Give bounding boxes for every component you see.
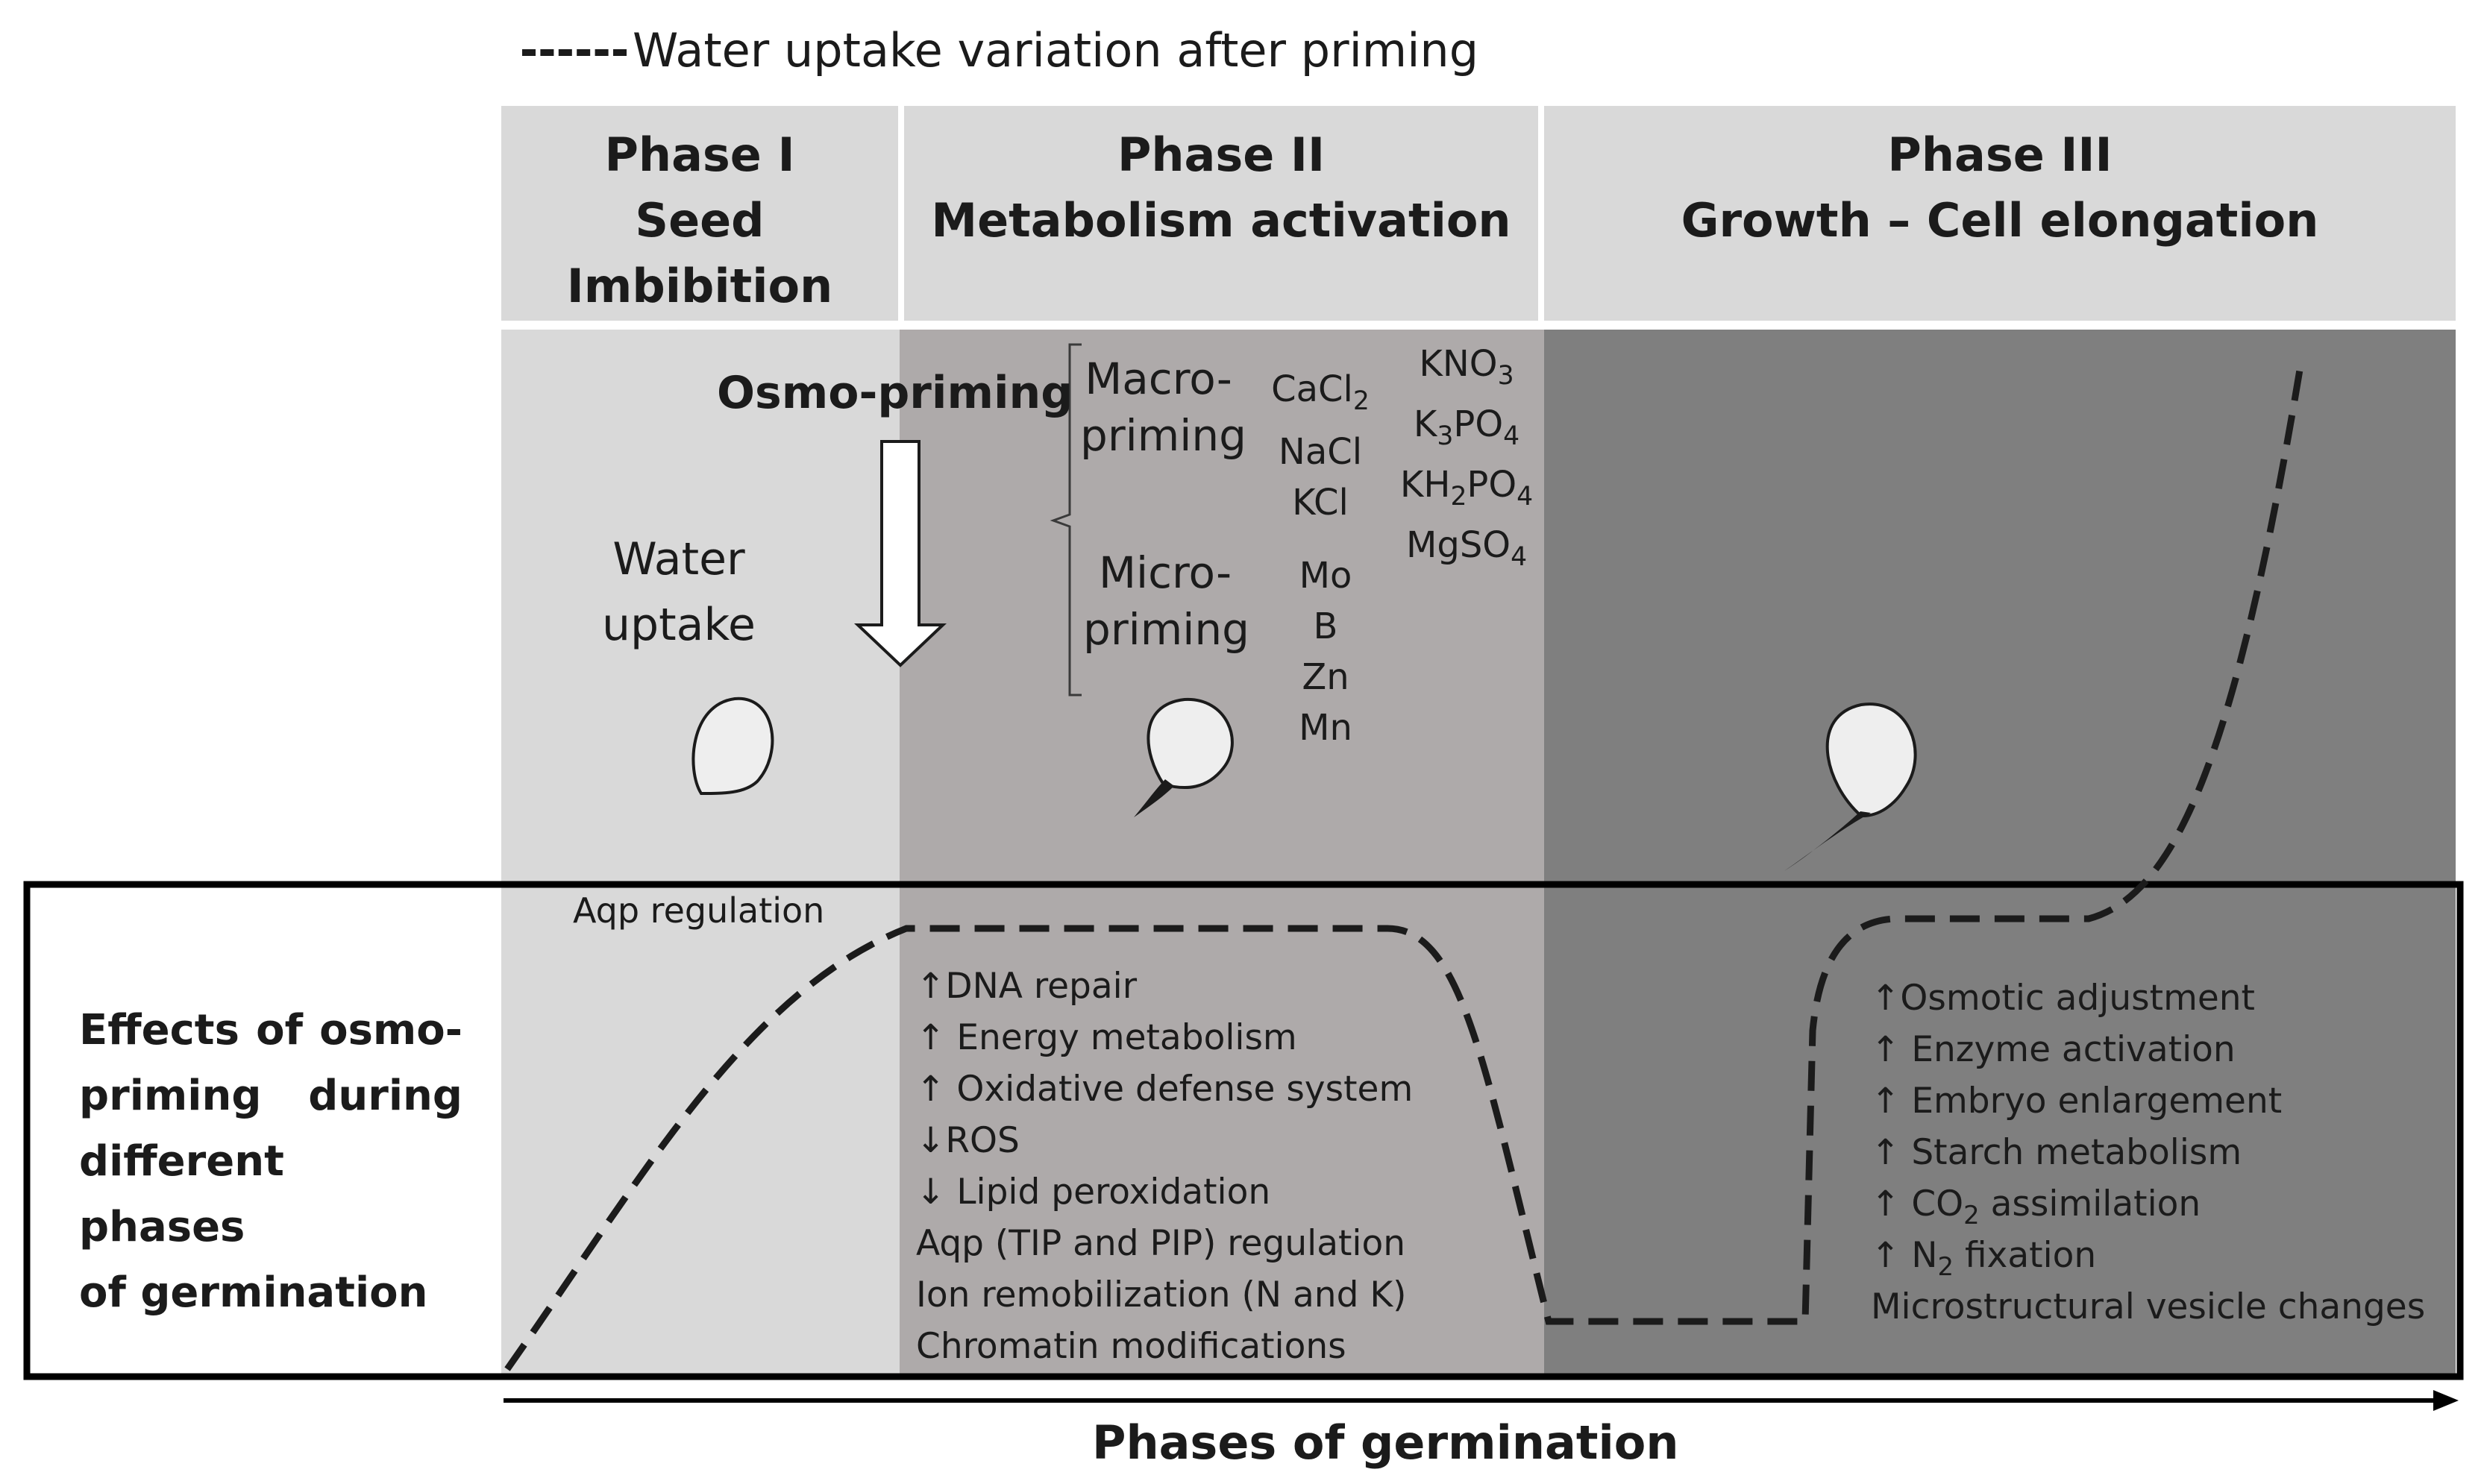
down-arrow-icon xyxy=(853,440,947,667)
effects-label-line-4: of germination xyxy=(79,1268,428,1317)
phase2-effect-3: ↑ Oxidative defense system xyxy=(916,1069,1414,1110)
micro-label-line-1: Micro- xyxy=(1098,547,1232,598)
phase3-effect-6: ↑ N2 fixation xyxy=(1871,1235,2097,1281)
seed-phase3-icon xyxy=(1784,702,1917,871)
x-axis-label: Phases of germination xyxy=(1092,1415,1679,1470)
effects-label-line-3: different phases xyxy=(79,1137,284,1251)
phase2-effect-8: Chromatin modifications xyxy=(916,1326,1346,1367)
priming-brace xyxy=(1050,343,1082,697)
phase2-effect-5: ↓ Lipid peroxidation xyxy=(916,1172,1271,1213)
phase2-effect-1: ↑DNA repair xyxy=(916,966,1138,1007)
phase2-effect-2: ↑ Energy metabolism xyxy=(916,1017,1297,1058)
phase2-effect-7: Ion remobilization (N and K) xyxy=(916,1274,1407,1315)
phase3-band xyxy=(1544,330,2456,1374)
salt-kno3: KNO3 xyxy=(1419,343,1514,392)
macro-salts-b: KNO3 K3PO4 KH2PO4 MgSO4 xyxy=(1392,340,1541,582)
x-axis-arrowhead-icon xyxy=(2433,1390,2459,1411)
phase3-effect-3: ↑ Embryo enlargement xyxy=(1871,1081,2283,1122)
effects-label-line-2: priming during xyxy=(79,1072,462,1120)
water-uptake-line-1: Water xyxy=(612,533,745,585)
macro-label-line-1: Macro- xyxy=(1085,353,1232,404)
phase1-effect-aqp: Aqp regulation xyxy=(573,890,825,931)
micro-priming-label: Micro- priming xyxy=(1083,544,1249,658)
phase3-effect-5: ↑ CO2 assimilation xyxy=(1871,1183,2201,1230)
phase3-subtitle: Growth – Cell elongation xyxy=(1681,193,2319,248)
phase3-effect-4: ↑ Starch metabolism xyxy=(1871,1132,2242,1173)
seed-phase2-icon xyxy=(1134,697,1234,817)
phase2-header: Phase II Metabolism activation xyxy=(904,106,1538,321)
phase1-header: Phase I Seed Imbibition xyxy=(501,106,898,321)
phase1-title: Phase I xyxy=(604,128,795,182)
water-uptake-curve xyxy=(504,356,2306,1371)
phase3-effect-1: ↑Osmotic adjustment xyxy=(1871,978,2255,1019)
salt-nacl: NaCl xyxy=(1278,431,1363,474)
phase2-effect-4: ↓ROS xyxy=(916,1120,1020,1161)
phase1-subtitle-1: Seed xyxy=(635,193,765,248)
legend-text: Water uptake variation after priming xyxy=(633,23,1479,78)
phase1-subtitle-2: Imbibition xyxy=(566,259,833,313)
effects-label-line-1: Effects of osmo- xyxy=(79,1006,462,1054)
salt-mgso4: MgSO4 xyxy=(1405,524,1528,573)
phase3-effect-7: Microstructural vesicle changes xyxy=(1871,1286,2426,1327)
element-mn: Mn xyxy=(1299,707,1352,749)
salt-kcl: KCl xyxy=(1292,482,1349,524)
effects-box-label: Effects of osmo- priming during differen… xyxy=(79,998,462,1326)
phase3-effect-2: ↑ Enzyme activation xyxy=(1871,1029,2236,1070)
phase3-title: Phase III xyxy=(1887,128,2113,182)
phase1-band xyxy=(501,330,900,1374)
phase3-header: Phase III Growth – Cell elongation xyxy=(1544,106,2456,321)
micro-elements: Mo B Zn Mn xyxy=(1285,550,1367,753)
macro-salts-a: CaCl2 NaCl KCl xyxy=(1268,364,1373,528)
osmo-priming-label: Osmo-priming xyxy=(717,367,1073,419)
water-uptake-label: Water uptake xyxy=(567,526,791,658)
phase2-title: Phase II xyxy=(1117,128,1326,182)
element-mo: Mo xyxy=(1299,555,1352,597)
seed-phase1-icon xyxy=(691,697,774,796)
salt-cacl2: CaCl2 xyxy=(1271,368,1370,417)
phase2-band xyxy=(900,330,1544,1374)
salt-k3po4: K3PO4 xyxy=(1413,403,1520,452)
phase2-effect-6: Aqp (TIP and PIP) regulation xyxy=(916,1223,1406,1264)
micro-label-line-2: priming xyxy=(1083,604,1249,655)
macro-label-line-2: priming xyxy=(1080,410,1246,461)
water-uptake-line-2: uptake xyxy=(602,599,756,651)
macro-priming-label: Macro- priming xyxy=(1080,350,1246,464)
salt-kh2po4: KH2PO4 xyxy=(1399,464,1534,512)
legend-dash-swatch xyxy=(522,49,627,56)
phase2-subtitle: Metabolism activation xyxy=(931,193,1511,248)
element-b: B xyxy=(1313,606,1338,647)
element-zn: Zn xyxy=(1302,656,1349,698)
effects-box xyxy=(23,881,2464,1380)
